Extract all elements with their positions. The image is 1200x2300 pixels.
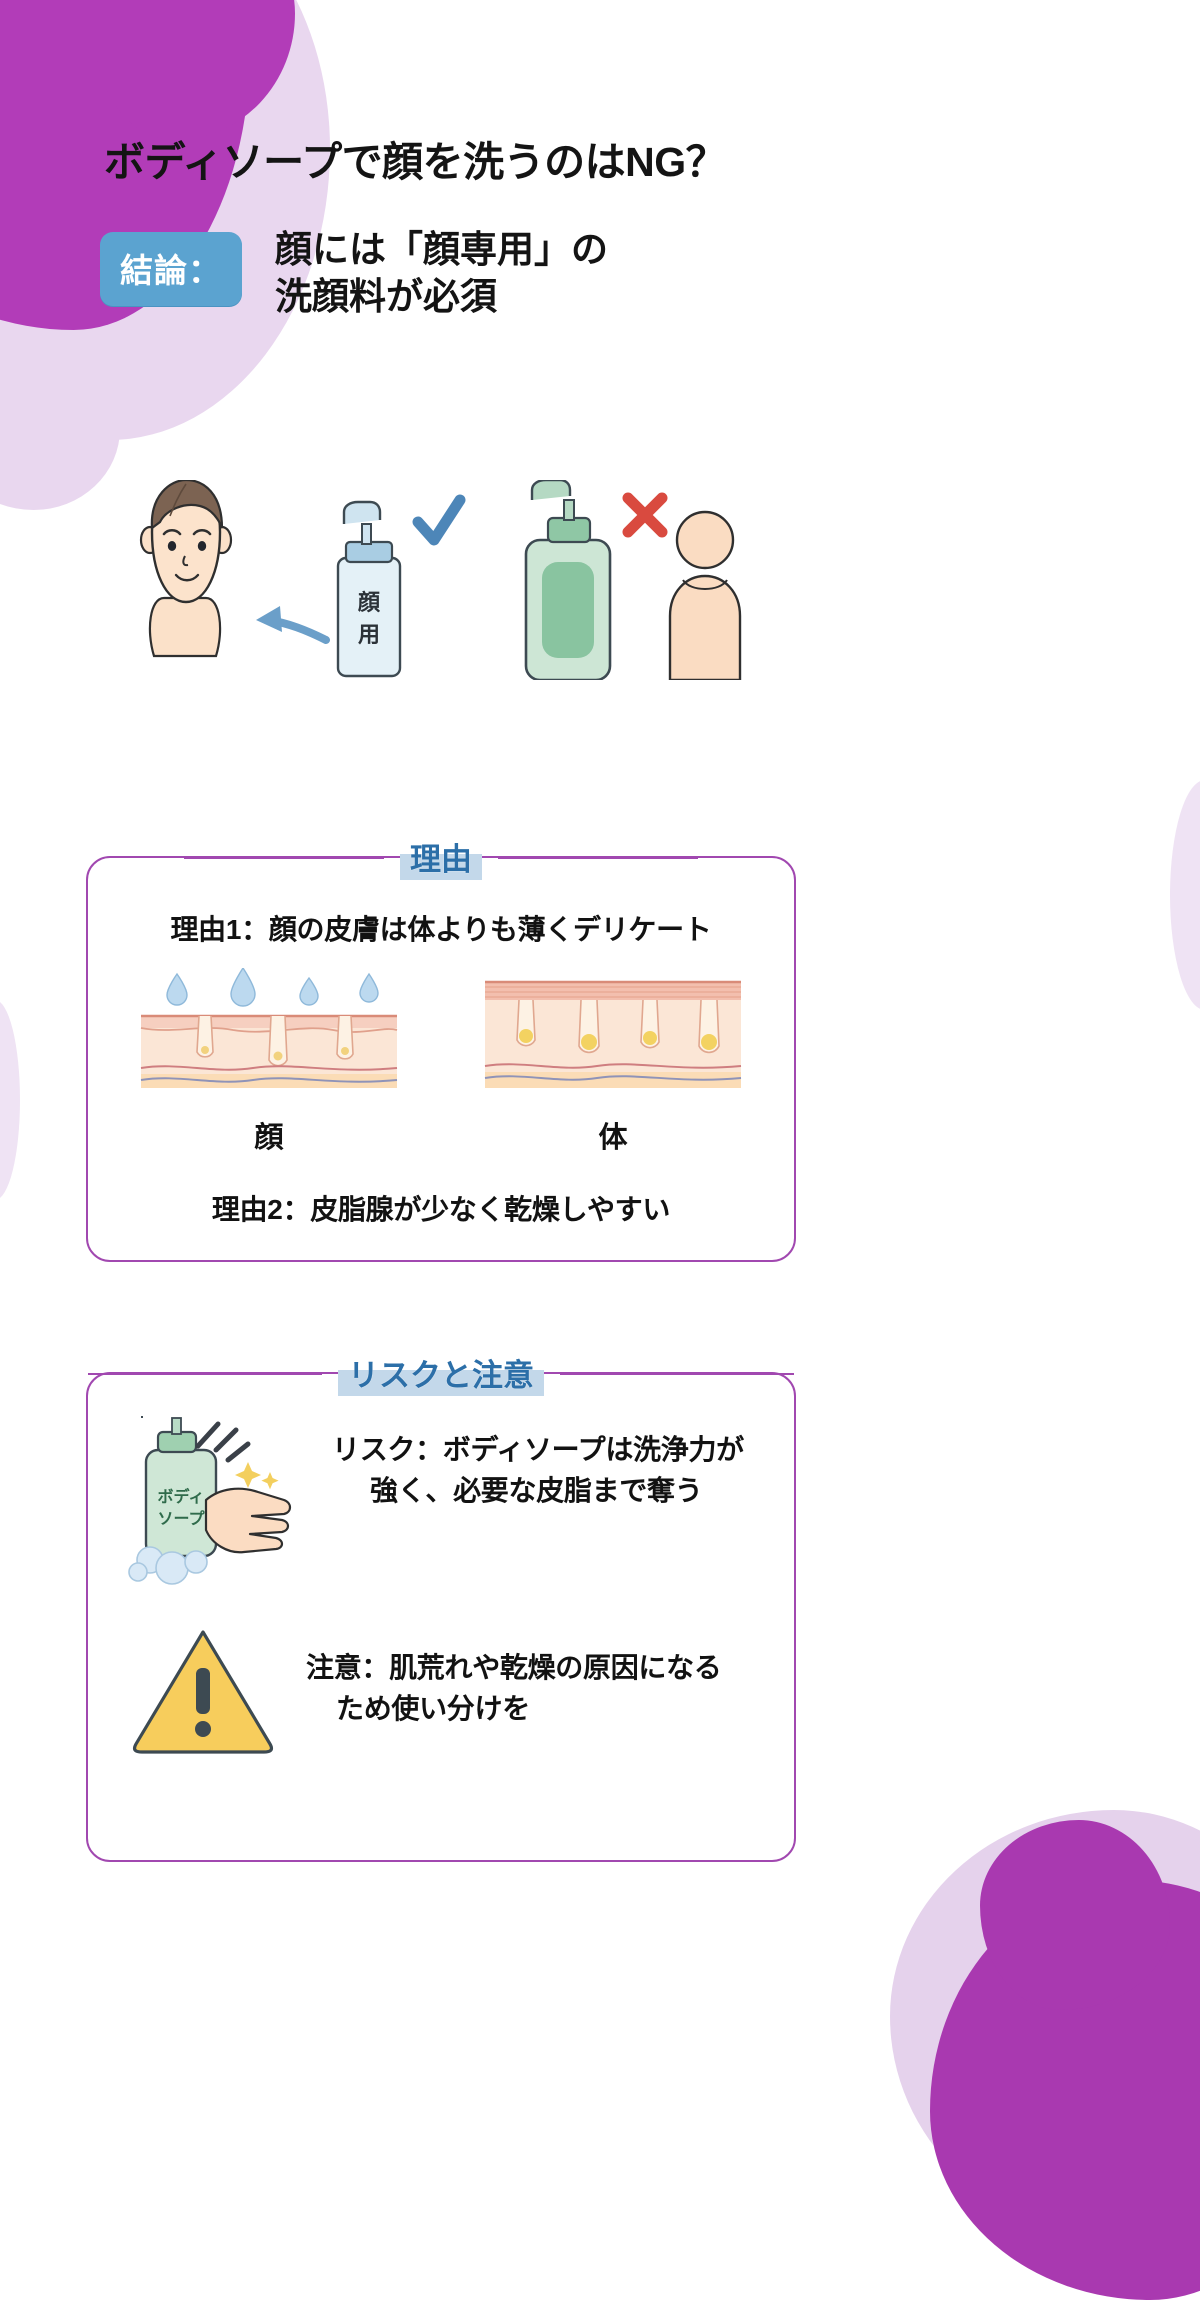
exclamation-dot [195, 1721, 211, 1737]
page-title: ボディソープで顔を洗うのはNG？ [104, 139, 727, 185]
warning-triangle-svg [132, 1630, 274, 1754]
header-rule-left [88, 1372, 322, 1376]
conclusion-section: 結論： 顔には「顔専用」の 洗顔料が必須 [100, 229, 608, 321]
risk-text: リスク：ボディソープは洗浄力が 強く、必要な皮脂まで奪う [332, 1430, 744, 1511]
background-blob-bottom-right-dark-2 [980, 1820, 1170, 2010]
body-soap-washing-illustration: ボディ ソープ [124, 1412, 310, 1593]
hero-illustration: 顔 用 [130, 478, 770, 682]
skin-diagram-body: 体 [477, 968, 749, 1156]
risk-text-line-2: 強く、必要な皮脂まで奪う [370, 1474, 703, 1506]
body-soap-washing-svg: ボディ ソープ [128, 1412, 292, 1585]
caution-row: 注意：肌荒れや乾燥の原因になる ため使い分けを [128, 1624, 722, 1759]
conclusion-badge: 結論： [100, 232, 242, 306]
water-droplet-icons [166, 968, 379, 1007]
risk-card-header-label: リスクと注意 [338, 1350, 544, 1398]
skin-diagram-face-svg [140, 968, 398, 1088]
reason-2-text: 理由2：皮脂腺が少なく乾燥しやすい [211, 1194, 671, 1225]
face-bottle-label-line1: 顔 [357, 590, 381, 615]
skin-diagram-face-label: 顔 [254, 1122, 284, 1154]
conclusion-line-2: 洗顔料が必須 [275, 276, 497, 318]
reason-card: 理由 理由1：顔の皮膚は体よりも薄くデリケート [86, 834, 796, 1262]
bubble-icons [128, 1546, 208, 1585]
check-icon [412, 494, 466, 546]
header-rule-left [184, 856, 384, 860]
hand-icon [204, 1487, 292, 1554]
caution-text: 注意：肌荒れや乾燥の原因になる ため使い分けを [306, 1648, 722, 1729]
body-soap-bottle [524, 478, 612, 682]
hero-illustration-svg: 顔 用 [139, 478, 742, 682]
motion-lines-icon [195, 1421, 251, 1463]
stratum-lines [485, 986, 741, 998]
reason-card-header: 理由 [88, 834, 794, 882]
hair-follicles-face [196, 1015, 354, 1067]
curved-arrow-left-icon [256, 606, 330, 644]
risk-card-header: リスクと注意 [88, 1350, 794, 1398]
torso-icon [668, 510, 742, 682]
reason-card-header-label: 理由 [400, 834, 482, 882]
skin-diagram-face: 顔 [133, 968, 405, 1156]
header-rule-right [498, 856, 698, 860]
risk-card: リスクと注意 ボディ ソープ [86, 1350, 796, 1862]
background-blob-right-mid [1170, 780, 1200, 1010]
risk-row: ボディ ソープ [124, 1412, 744, 1593]
background-blob-bottom-right-light [890, 1810, 1200, 2240]
skin-diagram-row: 顔 [88, 968, 794, 1156]
conclusion-text: 顔には「顔専用」の 洗顔料が必須 [275, 226, 608, 321]
face-bottle-label-line2: 用 [358, 622, 380, 647]
hair-follicles-body [516, 999, 720, 1054]
conclusion-line-1: 顔には「顔専用」の [275, 229, 608, 270]
header-rule-right [560, 1372, 794, 1376]
background-blob-bottom-right-dark [930, 1880, 1200, 2300]
smiling-face-icon [139, 478, 233, 658]
face-soap-bottle: 顔 用 [336, 500, 402, 678]
caution-text-line-1: 注意：肌荒れや乾燥の原因になる [306, 1652, 722, 1683]
skin-diagram-body-label: 体 [598, 1122, 628, 1154]
background-blob-top-left-light [0, 0, 330, 440]
risk-bottle-label-line2: ソープ [157, 1509, 205, 1528]
skin-diagram-body-svg [484, 980, 742, 1088]
reason-1-text: 理由1：顔の皮膚は体よりも薄くデリケート [170, 914, 712, 945]
background-blob-top-left-dark-2 [95, 0, 295, 140]
background-blob-left-mid [0, 1000, 20, 1200]
sparkle-icons [235, 1462, 279, 1490]
risk-text-line-1: リスク：ボディソープは洗浄力が [332, 1434, 744, 1465]
background-blob-left-small [0, 330, 120, 510]
caution-text-line-2: ため使い分けを [336, 1692, 530, 1724]
warning-triangle-illustration [128, 1624, 278, 1759]
cross-icon [622, 492, 668, 538]
risk-bottle-label-line1: ボディ [158, 1487, 205, 1506]
exclamation-bar [196, 1668, 210, 1714]
